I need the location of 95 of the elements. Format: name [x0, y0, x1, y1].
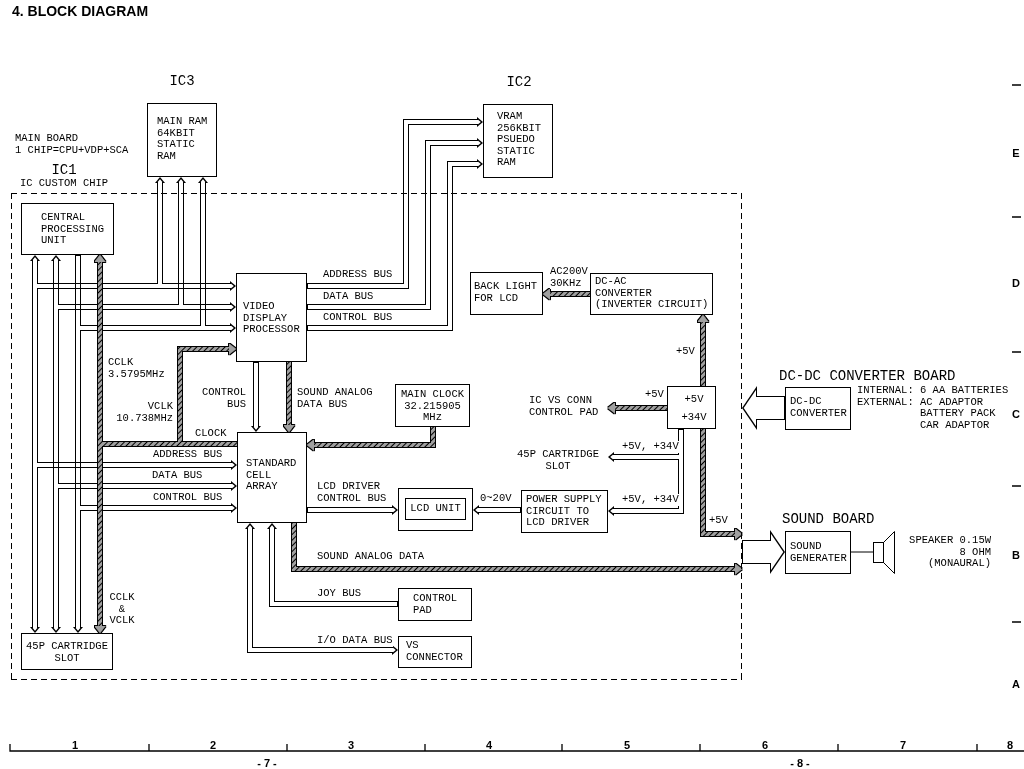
- voltage-label: +5V +34V: [680, 392, 708, 425]
- grid-reference: 8: [1005, 739, 1015, 751]
- bus-arrow: [307, 117, 483, 289]
- hatched-arrow: [543, 288, 590, 300]
- chip-caption: IC CUSTOM CHIP: [18, 178, 110, 190]
- board-title: SOUND BOARD: [782, 512, 875, 527]
- grid-reference: 7: [898, 739, 908, 751]
- bus-arrow: [51, 255, 61, 633]
- bus-arrow: [56, 177, 186, 310]
- bus-arrow: [181, 302, 236, 312]
- grid-reference: D: [1011, 277, 1021, 289]
- spec-text: SPEAKER 0.15W 8 OHM (MONAURAL): [908, 535, 991, 570]
- block-label: MAIN CLOCK 32.215905 MHz: [400, 389, 465, 424]
- edge-label: +5V, +34V: [622, 441, 679, 453]
- circuit-block: [405, 498, 466, 520]
- circuit-block: [398, 488, 473, 531]
- block-label: VRAM 256KBIT PSUEDO STATIC RAM: [497, 111, 543, 169]
- block-label: VS CONNECTOR: [406, 640, 464, 663]
- bus-arrow: [267, 523, 398, 607]
- grid-reference: 3: [346, 739, 356, 751]
- hatched-arrow: [94, 444, 106, 633]
- circuit-block: [236, 273, 307, 362]
- note-text: MAIN BOARD: [15, 133, 78, 145]
- page-number: - 8 -: [789, 757, 811, 769]
- hatched-arrow: [307, 427, 435, 451]
- bus-arrow: [56, 481, 237, 491]
- block-label: DC-AC CONVERTER (INVERTER CIRCUIT): [595, 276, 710, 311]
- grid-reference: E: [1011, 147, 1021, 159]
- page-number: - 7 -: [256, 757, 278, 769]
- block-label: DC-DC CONVERTER: [790, 396, 848, 419]
- chip-label: IC1: [50, 163, 78, 178]
- block-label: LCD UNIT: [409, 503, 462, 515]
- bus-arrow: [608, 457, 684, 516]
- bus-arrow: [160, 281, 236, 291]
- block-label: BACK LIGHT FOR LCD: [474, 281, 538, 304]
- note-text: 1 CHIP=CPU+VDP+SCA: [15, 144, 129, 156]
- hatched-arrow: [608, 402, 667, 414]
- circuit-block: [470, 272, 543, 315]
- block-label: VIDEO DISPLAY PROCESSOR: [243, 301, 301, 336]
- spec-text: INTERNAL: 6 AA BATTERIES: [857, 385, 1010, 397]
- edge-label: CONTROL BUS: [199, 387, 246, 410]
- block-label: CONTROL PAD: [413, 593, 459, 616]
- block-arrow: [742, 386, 785, 430]
- signal-label: CLOCK: [195, 428, 227, 440]
- grid-reference: C: [1011, 408, 1021, 420]
- edge-label: I/O DATA BUS: [317, 635, 393, 647]
- block-label: POWER SUPPLY CIRCUIT TO LCD DRIVER: [526, 494, 603, 529]
- circuit-block: [667, 386, 716, 429]
- circuit-block: [237, 432, 307, 523]
- grid-reference: 2: [208, 739, 218, 751]
- hatched-arrow: [283, 362, 295, 432]
- bus-arrow: [251, 362, 261, 432]
- block-label: CENTRAL PROCESSING UNIT: [41, 212, 105, 247]
- bus-arrow: [473, 505, 521, 515]
- grid-reference: 1: [70, 739, 80, 751]
- grid-reference: 5: [622, 739, 632, 751]
- hatched-arrow: [178, 343, 236, 444]
- block-arrow: [742, 530, 785, 574]
- circuit-block: [21, 203, 114, 255]
- bus-arrow: [608, 429, 684, 462]
- destination-label: IC VS CONN CONTROL PAD: [529, 395, 600, 418]
- bus-arrow: [307, 505, 398, 515]
- grid-reference: A: [1011, 678, 1021, 690]
- bus-arrow: [245, 523, 398, 655]
- chip-label: IC2: [505, 75, 533, 90]
- spec-text: EXTERNAL: AC ADAPTOR BATTERY PACK CAR ADAPTOR: [857, 396, 997, 431]
- bus-arrow: [73, 255, 83, 633]
- bus-arrow: [78, 503, 237, 513]
- hatched-arrow: [94, 255, 237, 446]
- block-label: MAIN RAM 64KBIT STATIC RAM: [157, 116, 209, 162]
- edge-label: +5V, +34V: [622, 494, 679, 506]
- circuit-block: [398, 636, 472, 668]
- circuit-block: [21, 633, 113, 670]
- hatched-arrow: [697, 315, 709, 386]
- board-title: DC-DC CONVERTER BOARD: [779, 369, 956, 384]
- block-label: STANDARD CELL ARRAY: [246, 458, 298, 493]
- bus-arrow: [78, 177, 208, 331]
- connector-line: [850, 551, 874, 553]
- grid-reference: 6: [760, 739, 770, 751]
- block-label: SOUND GENERATER: [790, 541, 848, 564]
- bus-arrow: [35, 177, 165, 289]
- edge-label: LCD DRIVER CONTROL BUS: [317, 481, 389, 504]
- destination-label: 45P CARTRIDGE SLOT: [516, 449, 600, 472]
- block-label: 45P CARTRIDGE SLOT: [25, 641, 109, 664]
- edge-label: AC200V 30KHz: [550, 266, 590, 289]
- diagram-title: 4. BLOCK DIAGRAM: [12, 3, 149, 19]
- bus-arrow: [307, 159, 483, 331]
- bus-arrow: [307, 138, 483, 310]
- grid-reference: B: [1011, 549, 1021, 561]
- bus-arrow: [203, 323, 236, 333]
- chip-label: IC3: [168, 74, 196, 89]
- grid-reference: 4: [484, 739, 494, 751]
- hatched-arrow: [701, 429, 742, 540]
- circuit-block: [398, 588, 472, 621]
- hatched-arrow: [292, 523, 742, 575]
